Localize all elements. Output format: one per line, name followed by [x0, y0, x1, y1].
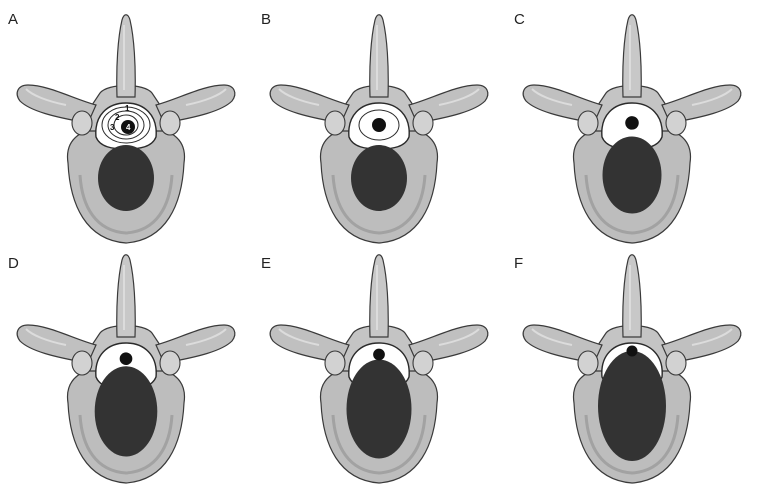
vertebral-body-mass	[95, 366, 158, 456]
vertebral-body-mass	[351, 145, 407, 211]
zone-label-2: 2	[115, 113, 120, 122]
zone-label-4: 4	[126, 123, 131, 132]
panel-letter-b: B	[261, 11, 271, 28]
spinal-cord	[372, 118, 386, 132]
vertebra-panel-a: 123 4	[17, 15, 235, 243]
vertebra-panel-e	[270, 255, 488, 483]
panel-letter-a: A	[8, 11, 18, 28]
vertebra-panel-d	[17, 255, 235, 483]
vertebra-panel-b	[270, 15, 488, 243]
vertebral-body-mass	[598, 351, 666, 461]
vertebra-panel-f	[523, 255, 741, 483]
panel-letter-f: F	[514, 255, 523, 272]
spinal-cord	[627, 346, 638, 357]
spinal-cord	[373, 349, 385, 361]
panel-letter-c: C	[514, 11, 525, 28]
vertebral-body-mass	[98, 145, 154, 211]
vertebra-panel-c	[523, 15, 741, 243]
spinal-cord	[625, 116, 639, 130]
zone-label-1: 1	[125, 104, 130, 113]
zone-label-3: 3	[110, 123, 115, 132]
panel-letter-d: D	[8, 255, 19, 272]
spinal-cord	[120, 352, 133, 365]
vertebral-body-mass	[603, 137, 662, 214]
vertebral-body-mass	[347, 360, 412, 459]
panel-letter-e: E	[261, 255, 271, 272]
